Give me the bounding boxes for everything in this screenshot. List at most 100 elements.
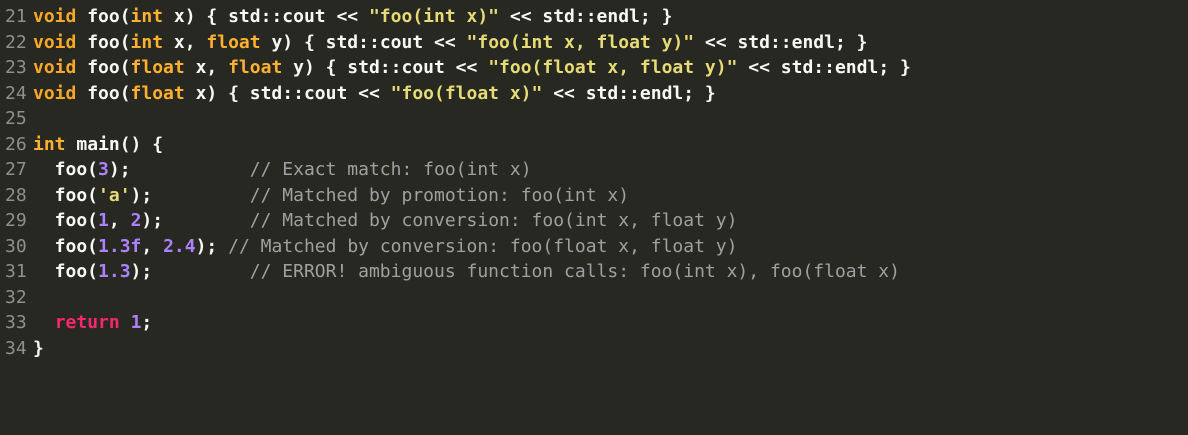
code-line[interactable]: 29 foo(1, 2); // Matched by conversion: … bbox=[0, 208, 1188, 234]
code-line[interactable]: 25 bbox=[0, 106, 1188, 132]
code-token: "foo(int x, float y)" bbox=[466, 31, 695, 53]
line-number: 25 bbox=[5, 108, 27, 129]
code-text[interactable]: foo(1, 2); // Matched by conversion: foo… bbox=[33, 208, 1188, 234]
code-token: "foo(float x, float y)" bbox=[488, 57, 738, 78]
line-number: 31 bbox=[5, 261, 27, 282]
code-line[interactable]: 30 foo(1.3f, 2.4); // Matched by convers… bbox=[0, 234, 1188, 260]
line-number: 29 bbox=[5, 210, 27, 231]
code-line[interactable]: 27 foo(3); // Exact match: foo(int x) bbox=[0, 157, 1188, 183]
line-number: 30 bbox=[5, 235, 27, 257]
line-number: 26 bbox=[5, 133, 27, 155]
line-number: 24 bbox=[5, 82, 27, 104]
code-token: foo( bbox=[76, 6, 131, 27]
code-token: 2 bbox=[130, 210, 142, 231]
code-token: "foo(int x)" bbox=[368, 6, 500, 27]
code-token: 1.3f bbox=[98, 235, 142, 257]
code-token: int bbox=[130, 6, 164, 27]
code-line[interactable]: 31 foo(1.3); // ERROR! ambiguous functio… bbox=[0, 259, 1188, 285]
code-token: return bbox=[54, 312, 120, 333]
line-number: 22 bbox=[5, 31, 27, 53]
code-token: foo( bbox=[76, 82, 131, 104]
code-token: void bbox=[33, 31, 77, 53]
code-text[interactable]: void foo(float x, float y) { std::cout <… bbox=[33, 55, 1188, 81]
code-token: 3 bbox=[98, 159, 109, 180]
code-text[interactable]: int main() { bbox=[33, 132, 1188, 158]
code-token: 'a' bbox=[98, 184, 131, 206]
code-token: ); bbox=[130, 261, 250, 282]
code-token: int bbox=[33, 133, 66, 155]
code-token bbox=[33, 312, 55, 333]
code-token: // ERROR! ambiguous function calls: foo(… bbox=[249, 261, 900, 282]
code-token: float bbox=[130, 82, 185, 104]
code-token: } bbox=[33, 337, 44, 359]
code-token: foo( bbox=[33, 261, 99, 282]
code-line[interactable]: 33 return 1; bbox=[0, 310, 1188, 336]
code-token: ); bbox=[108, 159, 250, 180]
code-token bbox=[120, 312, 131, 333]
code-line[interactable]: 23 void foo(float x, float y) { std::cout… bbox=[0, 55, 1188, 81]
code-token: foo( bbox=[33, 184, 99, 206]
code-text[interactable] bbox=[33, 106, 1188, 132]
line-number: 34 bbox=[5, 337, 27, 359]
code-token: foo( bbox=[76, 31, 131, 53]
code-token: x) { std::cout << bbox=[184, 82, 391, 104]
line-number: 21 bbox=[5, 6, 27, 27]
code-token: x, bbox=[184, 57, 229, 78]
code-token: foo( bbox=[76, 57, 131, 78]
code-token: // Matched by conversion: foo(int x, flo… bbox=[249, 210, 738, 231]
code-line[interactable]: 26 int main() { bbox=[0, 132, 1188, 158]
code-token: 1.3 bbox=[98, 261, 131, 282]
line-number: 33 bbox=[5, 312, 27, 333]
code-line[interactable]: 24 void foo(float x) { std::cout << "foo(… bbox=[0, 81, 1188, 107]
code-token: 1 bbox=[130, 312, 142, 333]
code-line[interactable]: 21 void foo(int x) { std::cout << "foo(in… bbox=[0, 4, 1188, 30]
code-token: float bbox=[130, 57, 185, 78]
code-token: "foo(float x)" bbox=[390, 82, 543, 104]
code-token: y) { std::cout << bbox=[282, 57, 489, 78]
code-token: foo( bbox=[33, 159, 99, 180]
code-token: 2.4 bbox=[163, 235, 196, 257]
code-token: y) { std::cout << bbox=[260, 31, 467, 53]
code-token: foo( bbox=[33, 210, 99, 231]
code-token: float bbox=[206, 31, 261, 53]
code-text[interactable]: foo(1.3f, 2.4); // Matched by conversion… bbox=[33, 234, 1188, 260]
code-token: foo( bbox=[33, 235, 99, 257]
code-token: main() { bbox=[65, 133, 164, 155]
code-text[interactable]: void foo(int x, float y) { std::cout << … bbox=[33, 30, 1188, 56]
code-token: << std::endl; } bbox=[499, 6, 673, 27]
code-text[interactable]: foo(1.3); // ERROR! ambiguous function c… bbox=[33, 259, 1188, 285]
code-text[interactable]: } bbox=[33, 336, 1188, 362]
code-token: , bbox=[108, 210, 131, 231]
code-token: ; bbox=[141, 312, 153, 333]
code-token: ); bbox=[130, 184, 250, 206]
code-text[interactable]: foo('a'); // Matched by promotion: foo(i… bbox=[33, 183, 1188, 209]
code-token: , bbox=[141, 235, 164, 257]
code-token: int bbox=[130, 31, 164, 53]
code-line[interactable]: 22 void foo(int x, float y) { std::cout <… bbox=[0, 30, 1188, 56]
code-token: 1 bbox=[98, 210, 109, 231]
code-text[interactable]: foo(3); // Exact match: foo(int x) bbox=[33, 157, 1188, 183]
code-token: void bbox=[33, 6, 77, 27]
line-number: 28 bbox=[5, 184, 27, 206]
code-token: x) { std::cout << bbox=[163, 6, 369, 27]
code-token: << std::endl; } bbox=[542, 82, 716, 104]
code-line[interactable]: 32 bbox=[0, 285, 1188, 311]
code-line[interactable]: 34} bbox=[0, 336, 1188, 362]
code-token: x, bbox=[163, 31, 207, 53]
code-token: // Exact match: foo(int x) bbox=[249, 159, 532, 180]
code-text[interactable] bbox=[33, 285, 1188, 311]
code-token: ); bbox=[195, 235, 229, 257]
code-text[interactable]: void foo(int x) { std::cout << "foo(int … bbox=[33, 4, 1188, 30]
code-text[interactable]: return 1; bbox=[33, 310, 1188, 336]
code-token: void bbox=[33, 57, 77, 78]
code-token: // Matched by promotion: foo(int x) bbox=[249, 184, 630, 206]
code-text[interactable]: void foo(float x) { std::cout << "foo(fl… bbox=[33, 81, 1188, 107]
line-number: 23 bbox=[5, 57, 27, 78]
code-token: << std::endl; } bbox=[694, 31, 868, 53]
code-line[interactable]: 28 foo('a'); // Matched by promotion: fo… bbox=[0, 183, 1188, 209]
code-token: void bbox=[33, 82, 77, 104]
code-token: << std::endl; } bbox=[737, 57, 911, 78]
line-number: 27 bbox=[5, 159, 27, 180]
code-token: ); bbox=[141, 210, 250, 231]
